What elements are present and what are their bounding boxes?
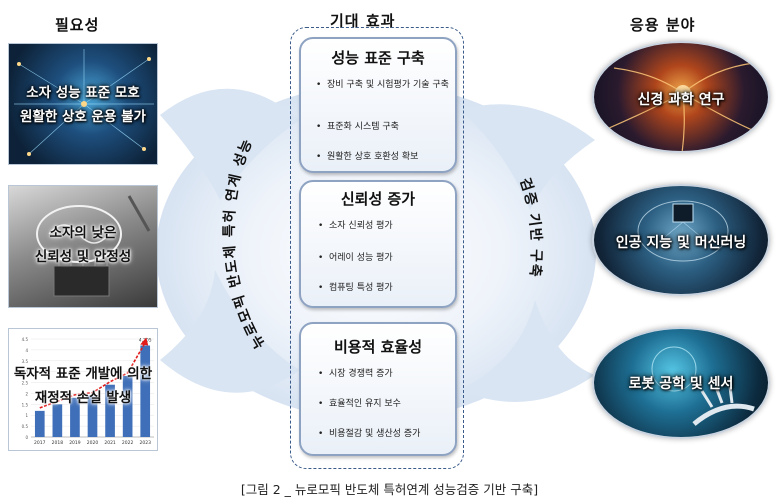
need-heading: 필요성 [55,16,100,34]
effect-item: 비용절감 및 생산성 증가 [318,428,447,440]
bar [87,395,98,437]
app-circle-neuroscience: 신경 과학 연구 [592,41,770,153]
app-label: 신경 과학 연구 [637,92,725,108]
effect-box-standard: 성능 표준 구축 장비 구축 및 시험평가 기술 구축 표준화 시스템 구축 원… [299,37,457,173]
effects-frame [290,27,464,469]
x-tick-label: 2017 [34,440,46,446]
app-circle-robotics: 로봇 공학 및 센서 [592,327,770,439]
effect-item: 컴퓨팅 특성 평가 [318,282,447,294]
effect-item: 표준화 시스템 구축 [316,121,449,133]
y-tick-label: 1.5 [22,402,29,407]
y-tick-label: 0 [25,435,28,440]
effect-item: 장비 구축 및 시험평가 기술 구축 [316,79,449,91]
effect-title: 비용적 효율성 [333,338,423,356]
y-tick-label: 2.5 [22,381,29,386]
bar [70,397,80,437]
effect-item: 어레이 성능 평가 [318,252,447,264]
app-label: 인공 지능 및 머신러닝 [615,235,747,251]
need-line: 독자적 표준 개발에 의한 [13,366,153,382]
robot-hand-icon [651,346,755,426]
trend-line [39,342,146,409]
y-tick-label: 2 [25,391,28,396]
app-label: 로봇 공학 및 센서 [628,376,734,392]
need-line: 소자 성능 표준 모호 [26,85,140,101]
bar [34,410,45,437]
network-lines-icon [14,49,154,156]
figure-caption: [그림 2 _ 뉴로모픽 반도체 특허연계 성능검증 기반 구축] [240,482,539,497]
effect-title: 신뢰성 증가 [340,190,416,208]
right-swoosh-top [460,104,595,210]
effect-box-reliability: 신뢰성 증가 소자 신뢰성 평가 어레이 성능 평가 컴퓨팅 특성 평가 [299,180,457,308]
y-tick-label: 4.5 [22,337,29,342]
x-tick-label: 2018 [52,440,64,446]
x-tick-label: 2019 [69,440,81,446]
effect-item: 시장 경쟁력 증가 [318,368,447,380]
ai-chip-icon [637,200,729,262]
effect-item: 소자 신뢰성 평가 [318,220,447,232]
need-line: 재정적 손실 발생 [34,390,132,406]
y-tick-label: 3 [25,370,28,375]
need-line: 신뢰성 및 안정성 [34,249,132,265]
left-swoosh-bottom [160,270,300,393]
right-swoosh-bottom [460,300,595,402]
brain-chip-icon [36,195,151,297]
y-tick-label: 3.5 [22,359,29,364]
x-tick-label: 2020 [87,440,99,446]
x-tick-label: 2021 [104,440,116,446]
right-arc-label: 검증 기반 구축 [516,176,543,279]
need-card-cost: 0 0.5 1 1.5 2 2.5 3 3.5 4 4.5 2017 2018 2019 2020 2021… [8,328,158,451]
y-tick-label: 1 [25,413,28,418]
apps-heading: 응용 분야 [630,16,696,34]
need-card-standard: 소자 성능 표준 모호 원활한 상호 운용 불가 [8,43,158,165]
right-arc-text: 검증 기반 구축 [516,176,544,279]
y-tick-label: 4 [25,348,28,353]
need-line: 소자의 낮은 [49,225,117,241]
effect-box-cost: 비용적 효율성 시장 경쟁력 증가 효율적인 유지 보수 비용절감 및 생산성 … [299,322,457,456]
robot-hand-image [594,329,768,437]
bar [52,404,63,437]
need-card-reliability: 소자의 낮은 신뢰성 및 안정성 [8,185,158,308]
x-tick-label: 2022 [122,440,134,446]
app-circle-ai: 인공 지능 및 머신러닝 [592,184,770,296]
left-arc-text: 뉴로모픽 반도체 특허 연계 성능 [221,136,269,351]
left-arc-label: 뉴로모픽 반도체 특허 연계 성능 [221,136,267,351]
effect-item: 원활한 상호 호환성 확보 [316,151,449,163]
y-tick-label: 0.5 [22,424,29,429]
effect-title: 성능 표준 구축 [331,49,425,67]
mini-bar-chart: 0 0.5 1 1.5 2 2.5 3 3.5 4 4.5 2017 2018 2019 2020 2021… [22,337,154,446]
neuron-icon [608,62,760,151]
bar [140,345,151,437]
need-line: 원활한 상호 운용 불가 [20,109,146,125]
trend-arrow-icon [140,337,149,346]
bar [122,376,133,437]
left-swoosh-top [160,88,300,200]
bar [105,384,115,437]
effect-item: 효율적인 유지 보수 [318,398,447,410]
x-tick-label: 2023 [139,440,151,446]
effect-heading: 기대 효과 [330,12,396,30]
